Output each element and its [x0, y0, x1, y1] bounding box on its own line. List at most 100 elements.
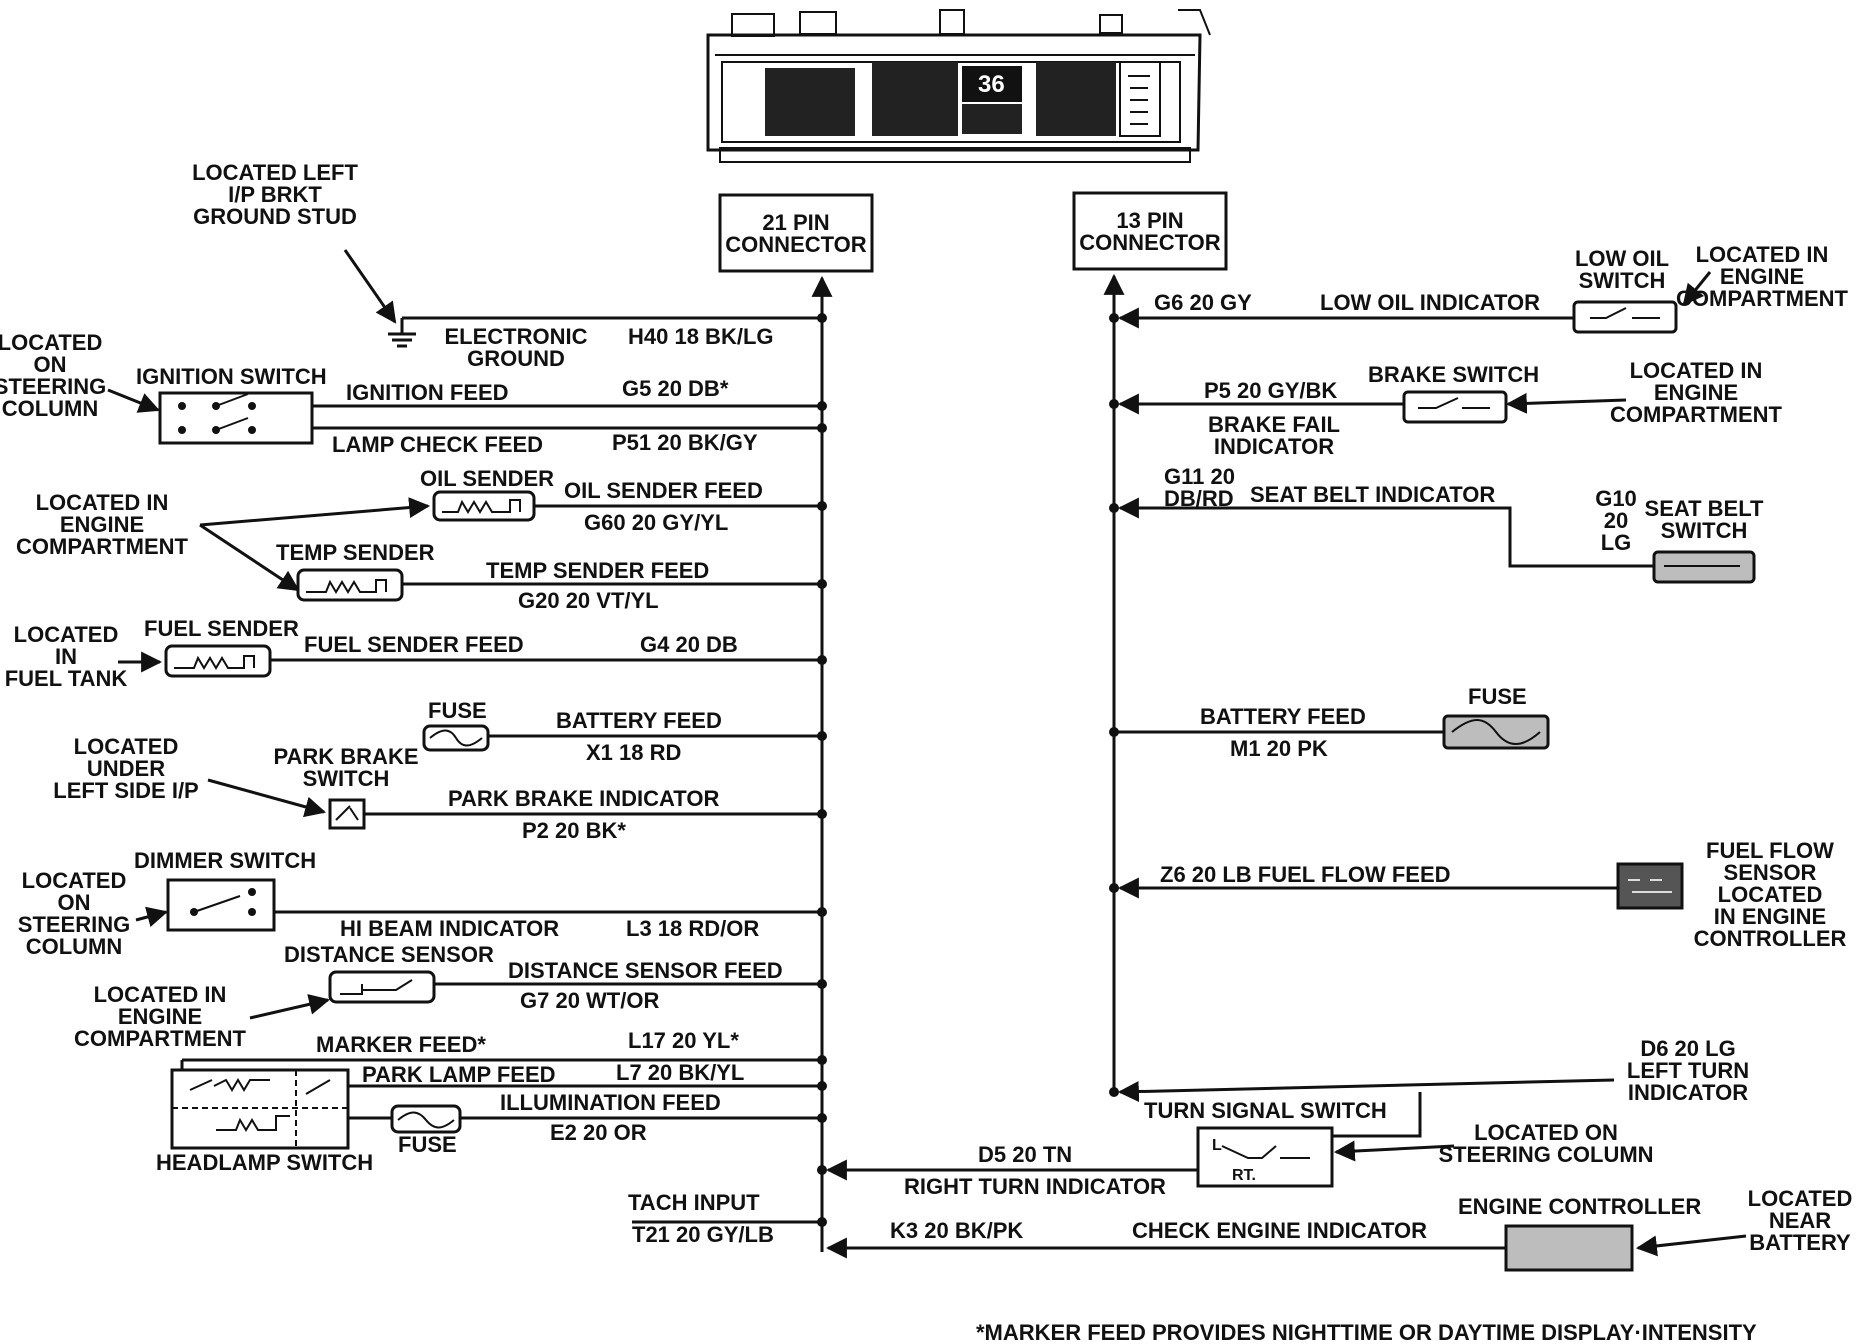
seat-belt-switch-label-line: SWITCH [1661, 518, 1748, 543]
engine-controller-label-line: ENGINE CONTROLLER [1458, 1194, 1701, 1219]
seat-belt-indicator-label: SEAT BELT INDICATOR [1250, 482, 1495, 507]
park-brake-switch-label-line: PARK BRAKE [273, 744, 418, 769]
wire-d6-left-turn-line: INDICATOR [1628, 1080, 1748, 1105]
engine-location-note-2-line: LOCATED IN [94, 982, 227, 1007]
check-engine-indicator-label: CHECK ENGINE INDICATOR [1132, 1218, 1427, 1243]
engine-location-note-1-line: COMPARTMENT [16, 534, 188, 559]
fuse-label-1: FUSE [428, 698, 487, 723]
engine-controller [1504, 1224, 1634, 1272]
headlamp-switch-label-line: HEADLAMP SWITCH [156, 1150, 373, 1175]
steering-location-note-1-line: ON [34, 352, 67, 377]
park-brake-indicator-label-line: PARK BRAKE INDICATOR [448, 786, 719, 811]
turn-signal-switch: L RT. [1196, 1126, 1334, 1188]
footnote-line: *MARKER FEED PROVIDES NIGHTTIME OR DAYTI… [976, 1320, 1757, 1344]
wire-g60: G60 20 GY/YL [584, 510, 728, 535]
battery-location-note-line: BATTERY [1749, 1230, 1851, 1255]
connector-21-pin-label-line: 21 PIN [762, 210, 829, 235]
wire-g10-line: G10 [1595, 486, 1637, 511]
low-oil-switch-label-line: LOW OIL [1575, 246, 1669, 271]
park-brake-switch-label-line: SWITCH [303, 766, 390, 791]
lamp-check-feed-label-line: LAMP CHECK FEED [332, 432, 543, 457]
fuel-tank-location-note-line: FUEL TANK [5, 666, 128, 691]
wire-g10-line: LG [1601, 530, 1632, 555]
brake-fail-indicator-label-line: INDICATOR [1214, 434, 1334, 459]
engine-location-note-1-line: LOCATED IN [36, 490, 169, 515]
engine-controller-label: ENGINE CONTROLLER [1458, 1194, 1701, 1219]
distance-sensor-label-line: DISTANCE SENSOR [284, 942, 494, 967]
check-engine-indicator-label-line: CHECK ENGINE INDICATOR [1132, 1218, 1427, 1243]
steering-location-note-1-line: COLUMN [2, 396, 99, 421]
turn-switch-right-mark-line: RT. [1232, 1167, 1256, 1184]
right-turn-indicator-label: RIGHT TURN INDICATOR [904, 1174, 1166, 1199]
headlamp-switch-label: HEADLAMP SWITCH [156, 1150, 373, 1175]
fuel-sender-label-line: FUEL SENDER [144, 616, 299, 641]
fuse-label-2: FUSE [398, 1132, 457, 1157]
hi-beam-indicator-label: HI BEAM INDICATOR [340, 916, 559, 941]
wire-g7: G7 20 WT/OR [520, 988, 659, 1013]
cluster-readout-line: 36 [978, 71, 1005, 98]
wire-h40-line: H40 18 BK/LG [628, 324, 774, 349]
ground-location-note-line: LOCATED LEFT [192, 160, 358, 185]
illumination-feed-label: ILLUMINATION FEED [500, 1090, 721, 1115]
wire-l3-line: L3 18 RD/OR [626, 916, 759, 941]
fuse-label-2-line: FUSE [398, 1132, 457, 1157]
seat-belt-switch-label-line: SEAT BELT [1645, 496, 1765, 521]
turn-switch-left-mark: L [1212, 1137, 1222, 1154]
oil-sender-feed-label-line: OIL SENDER FEED [564, 478, 763, 503]
wire-g5-line: G5 20 DB* [622, 376, 729, 401]
fuse-3 [1442, 714, 1550, 750]
wire-l7-line: L7 20 BK/YL [616, 1060, 744, 1085]
brake-switch [1402, 390, 1508, 424]
ground-symbol [388, 318, 416, 348]
temp-sender-label: TEMP SENDER [276, 540, 435, 565]
engine-location-note-3-line: COMPARTMENT [1676, 286, 1848, 311]
low-oil-switch [1572, 300, 1678, 334]
engine-location-note-2-line: COMPARTMENT [74, 1026, 246, 1051]
tach-input-label-line: TACH INPUT [628, 1190, 760, 1215]
fuse-label-1-line: FUSE [428, 698, 487, 723]
ip-location-note-line: LEFT SIDE I/P [53, 778, 198, 803]
engine-location-note-1-line: ENGINE [60, 512, 144, 537]
engine-location-note-3-line: ENGINE [1720, 264, 1804, 289]
ignition-switch-label: IGNITION SWITCH [136, 364, 327, 389]
temp-sender-label-line: TEMP SENDER [276, 540, 435, 565]
temp-sender-feed-label: TEMP SENDER FEED [486, 558, 709, 583]
wire-g20-line: G20 20 VT/YL [518, 588, 659, 613]
wire-d6-left-turn-line: LEFT TURN [1627, 1058, 1749, 1083]
tach-input-label: TACH INPUT [628, 1190, 760, 1215]
oil-sender-feed-label: OIL SENDER FEED [564, 478, 763, 503]
park-lamp-feed-label: PARK LAMP FEED [362, 1062, 556, 1087]
wire-m1-line: M1 20 PK [1230, 736, 1328, 761]
fuse-label-3-line: FUSE [1468, 684, 1527, 709]
wire-p2-line: P2 20 BK* [522, 818, 626, 843]
headlamp-switch [170, 1068, 350, 1150]
dimmer-switch [166, 878, 276, 932]
wire-g20: G20 20 VT/YL [518, 588, 659, 613]
wire-g60-line: G60 20 GY/YL [584, 510, 728, 535]
battery-location-note-line: NEAR [1769, 1208, 1831, 1233]
distance-sensor-feed-label-line: DISTANCE SENSOR FEED [508, 958, 783, 983]
wire-l7: L7 20 BK/YL [616, 1060, 744, 1085]
ignition-switch-label-line: IGNITION SWITCH [136, 364, 327, 389]
engine-location-note-4-line: COMPARTMENT [1610, 402, 1782, 427]
steering-location-note-2-line: LOCATED [22, 868, 127, 893]
seat-belt-indicator-label-line: SEAT BELT INDICATOR [1250, 482, 1495, 507]
illumination-feed-label-line: ILLUMINATION FEED [500, 1090, 721, 1115]
wire-p5-line: P5 20 GY/BK [1204, 378, 1337, 403]
ground-location-note-line: GROUND STUD [193, 204, 357, 229]
wire-m1: M1 20 PK [1230, 736, 1328, 761]
battery-feed-label-2: BATTERY FEED [1200, 704, 1366, 729]
electronic-ground-label-line: GROUND [467, 346, 565, 371]
